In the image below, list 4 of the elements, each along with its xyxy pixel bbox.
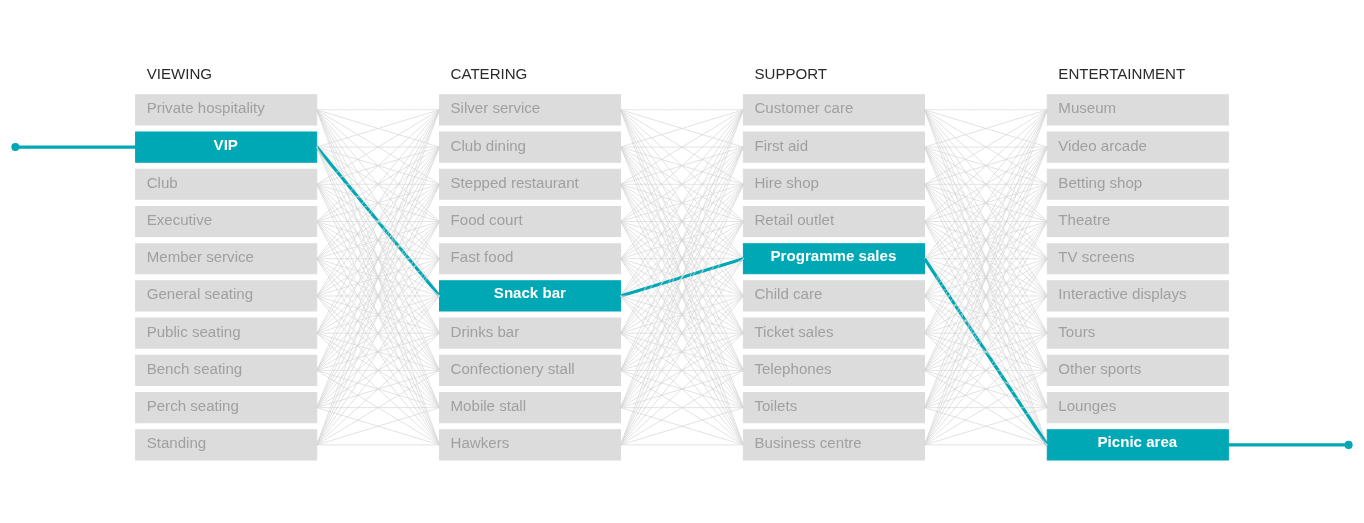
label: CATERING (450, 64, 528, 82)
label: VIEWING (146, 64, 213, 82)
label: SUPPORT (754, 64, 828, 82)
label: ENTERTAINMENT (1058, 64, 1186, 82)
